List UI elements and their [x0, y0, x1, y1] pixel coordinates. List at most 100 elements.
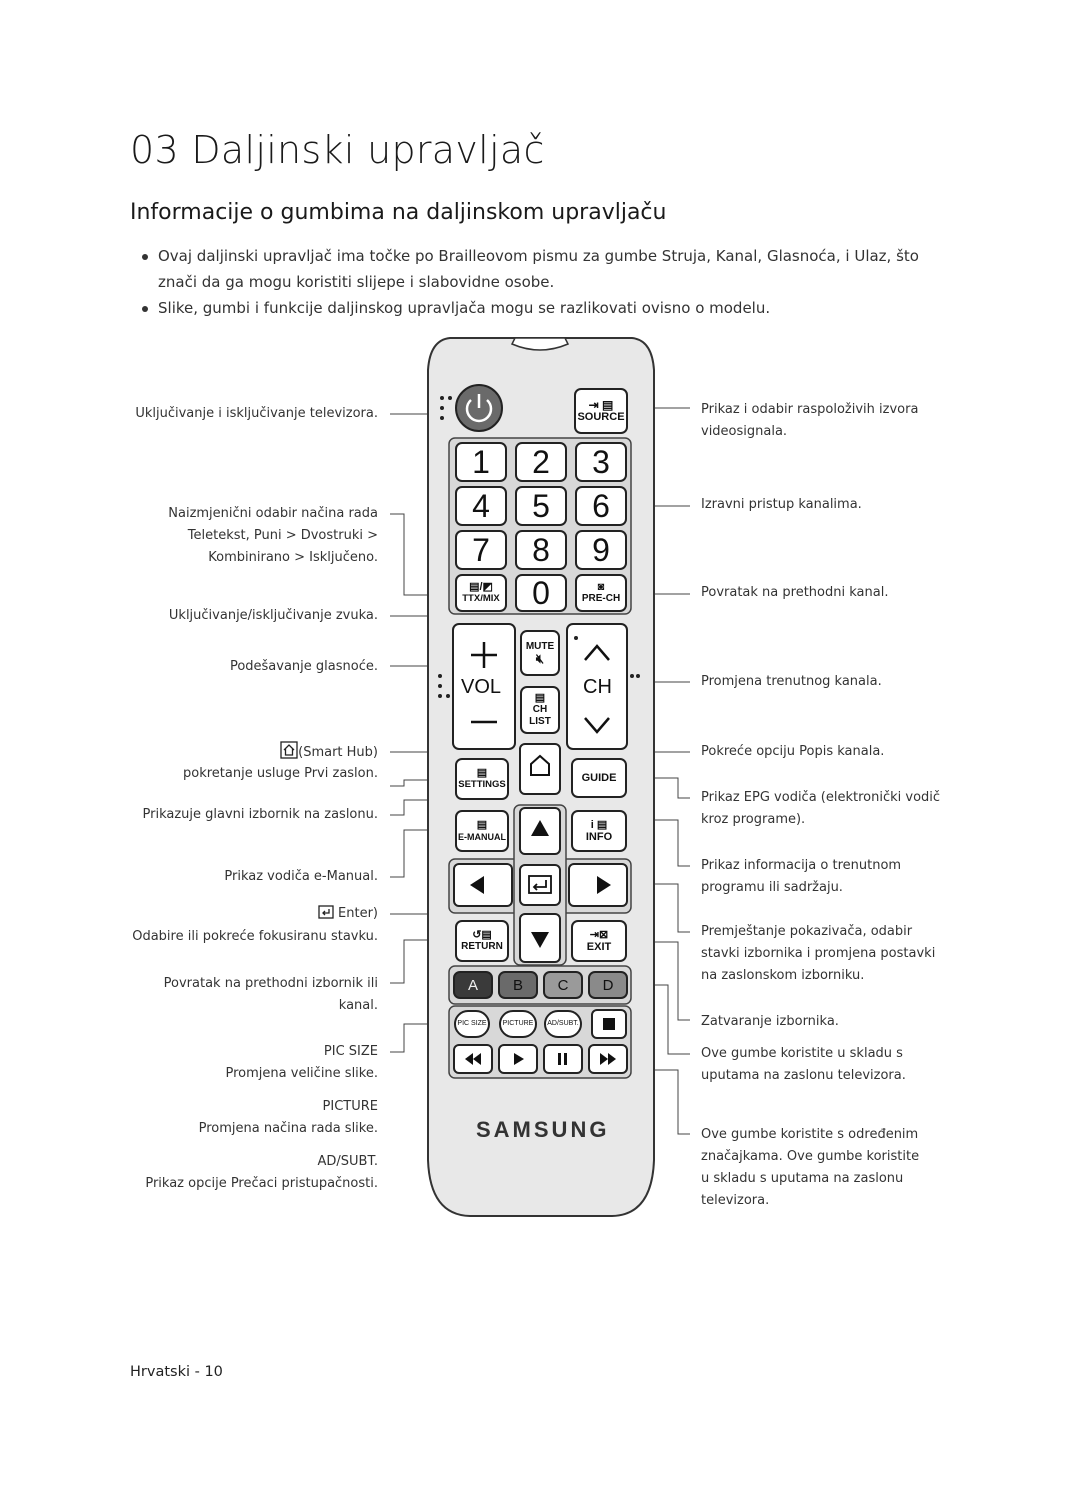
braille-dots-power — [440, 396, 452, 420]
label-source-2: videosignala. — [701, 424, 788, 439]
digit-6-button[interactable]: 6 — [575, 486, 627, 526]
label-smarthub-1: (Smart Hub) — [280, 741, 378, 764]
label-picsize-desc: Promjena veličine slike. — [225, 1066, 378, 1081]
label-ttx-2: Teletekst, Puni > Dvostruki > — [187, 528, 378, 543]
label-color-2: uputama na zaslonu televizora. — [701, 1068, 906, 1083]
home-icon — [280, 741, 298, 759]
fast-forward-icon-b — [608, 1053, 616, 1065]
ttx-icon: ▤/◩ — [469, 581, 493, 593]
bullet-models: Slike, gumbi i funkcije daljinskog uprav… — [140, 295, 960, 321]
label-media-3: u skladu s uputama na zaslonu — [701, 1171, 904, 1186]
enter-button[interactable] — [519, 864, 561, 906]
e-manual-button[interactable]: ▤ E-MANUAL — [455, 810, 509, 852]
settings-icon: ▤ — [476, 767, 488, 779]
pause-button[interactable] — [543, 1044, 583, 1074]
smart-hub-icon — [530, 754, 550, 776]
smart-hub-button[interactable] — [519, 743, 561, 795]
source-icon: ⇥ ▤ — [588, 398, 614, 412]
source-label: SOURCE — [577, 411, 625, 423]
info-icon: i ▤ — [590, 819, 608, 831]
label-media-1: Ove gumbe koristite s određenim — [701, 1127, 919, 1142]
mute-button[interactable]: MUTE 🔇︎ — [520, 630, 560, 676]
label-media-4: televizora. — [701, 1193, 770, 1208]
label-color-1: Ove gumbe koristite u skladu s — [701, 1046, 903, 1061]
pre-ch-icon: ◙ — [597, 581, 605, 593]
label-nav-2: stavki izbornika i promjena postavki — [701, 946, 936, 961]
vol-symbols — [471, 642, 497, 724]
samsung-logo: SAMSUNG — [476, 1117, 610, 1142]
return-icon: ↺▤ — [472, 929, 492, 941]
color-c-button[interactable]: C — [543, 971, 583, 999]
label-emanual: Prikaz vodiča e-Manual. — [224, 869, 378, 884]
ttx-label: TTX/MIX — [462, 593, 500, 604]
enter-button-icon — [528, 875, 552, 894]
enter-icon — [318, 905, 334, 919]
label-chlist: Pokreće opciju Popis kanala. — [701, 744, 885, 759]
label-smarthub-2: pokretanje usluge Prvi zaslon. — [183, 766, 378, 781]
braille-dots-vol — [438, 636, 640, 698]
digit-8-button[interactable]: 8 — [515, 530, 567, 570]
digit-1-button[interactable]: 1 — [455, 442, 507, 482]
digit-4-button[interactable]: 4 — [455, 486, 507, 526]
power-button[interactable] — [455, 384, 503, 432]
pause-icon-a — [558, 1053, 561, 1065]
ttx-mix-button[interactable]: ▤/◩ TTX/MIX — [455, 574, 507, 612]
pic-size-button[interactable]: PIC SIZE — [454, 1010, 490, 1038]
digit-7-button[interactable]: 7 — [455, 530, 507, 570]
left-arrow-icon — [470, 876, 484, 894]
digit-0-button[interactable]: 0 — [515, 574, 567, 612]
label-ttx-3: Kombinirano > Isključeno. — [208, 550, 378, 565]
ad-subt-button[interactable]: AD/SUBT. — [544, 1010, 582, 1038]
digit-2-button[interactable]: 2 — [515, 442, 567, 482]
exit-button[interactable]: ⇥⊠ EXIT — [571, 920, 627, 962]
color-b-button[interactable]: B — [498, 971, 538, 999]
fast-forward-icon-a — [600, 1053, 608, 1065]
right-arrow-icon — [597, 876, 611, 894]
exit-icon: ⇥⊠ — [589, 929, 609, 941]
stop-icon — [603, 1018, 615, 1030]
label-exit: Zatvaranje izbornika. — [701, 1014, 839, 1029]
rewind-icon-a — [465, 1053, 473, 1065]
label-power: Uključivanje i isključivanje televizora. — [135, 406, 378, 421]
ch-list-button[interactable]: ▤ CH LIST — [520, 686, 560, 734]
e-manual-icon: ▤ — [476, 819, 488, 831]
label-return-1: Povratak na prethodni izbornik ili — [163, 976, 378, 991]
ch-arrows — [584, 644, 610, 734]
info-button[interactable]: i ▤ INFO — [571, 810, 627, 852]
color-a-button[interactable]: A — [453, 971, 493, 999]
page-title: 03 Daljinski upravljač — [130, 128, 545, 172]
guide-button[interactable]: GUIDE — [571, 758, 627, 798]
digit-3-button[interactable]: 3 — [575, 442, 627, 482]
picture-button[interactable]: PICTURE — [499, 1010, 537, 1038]
vol-button[interactable] — [452, 623, 516, 750]
settings-button[interactable]: ▤ SETTINGS — [455, 758, 509, 800]
media-buttons — [453, 1009, 628, 1074]
pic-size-label: PIC SIZE — [457, 1020, 487, 1027]
digit-9-button[interactable]: 9 — [575, 530, 627, 570]
color-frame — [448, 965, 632, 1005]
label-info-2: programu ili sadržaju. — [701, 880, 843, 895]
pre-ch-label: PRE-CH — [581, 593, 621, 604]
section-title: Informacije o gumbima na daljinskom upra… — [130, 200, 667, 225]
label-nav-1: Premještanje pokazivača, odabir — [701, 924, 913, 939]
settings-label: SETTINGS — [458, 779, 506, 790]
mute-icon: 🔇︎ — [535, 651, 545, 666]
color-d-button[interactable]: D — [588, 971, 628, 999]
up-arrow-icon — [531, 820, 549, 836]
label-smarthub-text: (Smart Hub) — [298, 745, 378, 760]
pre-ch-button[interactable]: ◙ PRE-CH — [575, 574, 627, 612]
media-frame — [448, 1005, 632, 1079]
ch-button[interactable] — [566, 623, 628, 750]
label-enter-text: Enter) — [338, 906, 378, 921]
return-button[interactable]: ↺▤ RETURN — [455, 920, 509, 962]
label-enter-1: Enter) — [318, 903, 378, 925]
ad-subt-label: AD/SUBT. — [547, 1020, 579, 1027]
label-settings: Prikazuje glavni izbornik na zaslonu. — [142, 807, 379, 822]
label-picture-title: PICTURE — [322, 1099, 378, 1114]
label-source-1: Prikaz i odabir raspoloživih izvora — [701, 402, 919, 417]
digit-5-button[interactable]: 5 — [515, 486, 567, 526]
down-arrow-icon — [531, 932, 549, 948]
ch-list-icon: ▤ — [534, 692, 546, 704]
source-button[interactable]: ⇥ ▤ SOURCE — [574, 388, 628, 434]
